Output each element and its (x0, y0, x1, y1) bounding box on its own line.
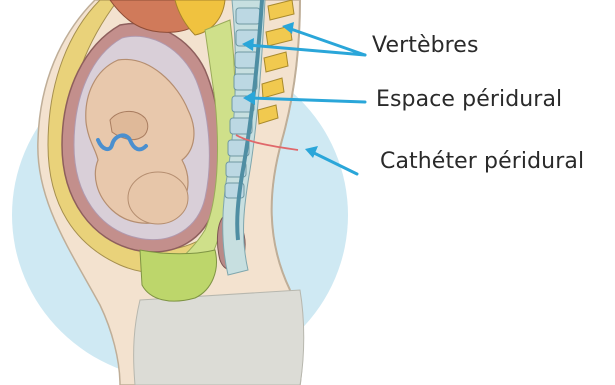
fetus-head (128, 172, 188, 224)
label-catheter-peridural: Cathéter péridural (380, 149, 584, 174)
thigh (134, 290, 304, 385)
label-vertebres: Vertèbres (372, 33, 479, 58)
label-espace-peridural: Espace péridural (376, 87, 562, 112)
